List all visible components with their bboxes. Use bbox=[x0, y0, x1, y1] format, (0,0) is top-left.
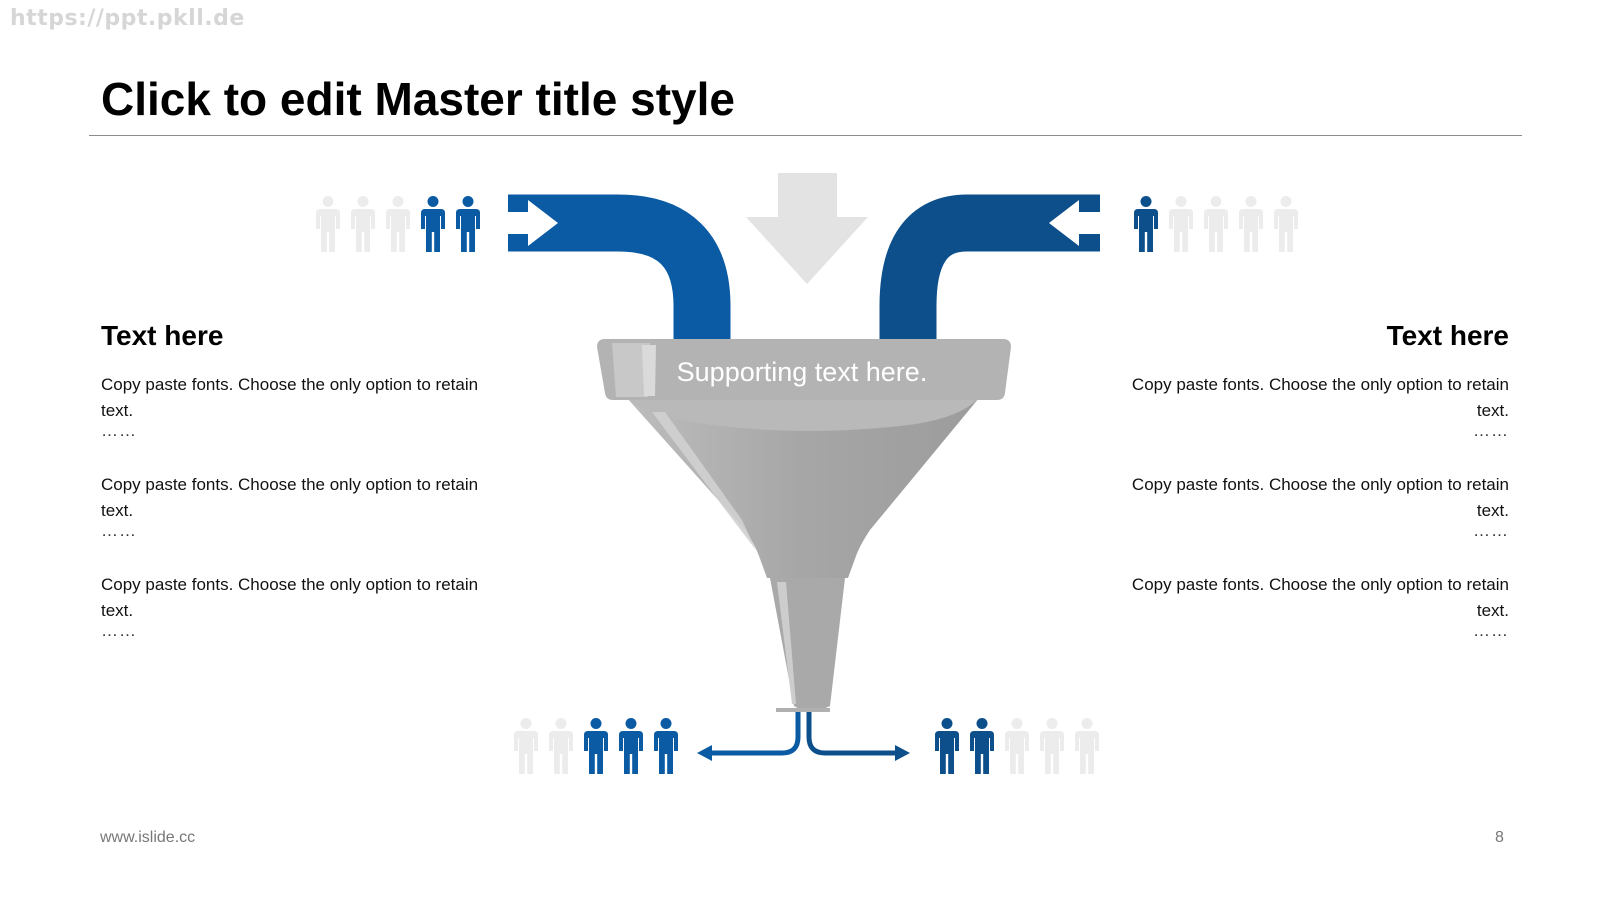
right-inflow-pipe bbox=[879, 194, 1100, 340]
bottom-outflow-left-arrow bbox=[708, 712, 801, 756]
person-icon-active bbox=[584, 718, 608, 774]
left-inflow-arrow-icon bbox=[508, 200, 558, 246]
left-inflow-pipe bbox=[508, 194, 731, 340]
person-icon-inactive bbox=[351, 196, 375, 252]
person-icon-active bbox=[935, 718, 959, 774]
right-item-ellipsis: …… bbox=[1473, 421, 1509, 440]
right-text-item: Copy paste fonts. Choose the only option… bbox=[1129, 572, 1509, 640]
left-item-text[interactable]: Copy paste fonts. Choose the only option… bbox=[101, 375, 479, 420]
left-item-text[interactable]: Copy paste fonts. Choose the only option… bbox=[101, 575, 479, 620]
person-icon-active bbox=[1134, 196, 1158, 252]
right-item-text[interactable]: Copy paste fonts. Choose the only option… bbox=[1131, 575, 1509, 620]
person-icon-inactive bbox=[1005, 718, 1029, 774]
right-text-item: Copy paste fonts. Choose the only option… bbox=[1129, 472, 1509, 540]
person-icon-active bbox=[456, 196, 480, 252]
person-icon-active bbox=[970, 718, 994, 774]
person-icon-inactive bbox=[316, 196, 340, 252]
person-icon-inactive bbox=[1040, 718, 1064, 774]
funnel-icon bbox=[597, 339, 1011, 712]
right-text-item: Copy paste fonts. Choose the only option… bbox=[1129, 372, 1509, 440]
left-item-ellipsis: …… bbox=[101, 621, 137, 640]
right-item-ellipsis: …… bbox=[1473, 521, 1509, 540]
right-item-text[interactable]: Copy paste fonts. Choose the only option… bbox=[1131, 475, 1509, 520]
left-item-text[interactable]: Copy paste fonts. Choose the only option… bbox=[101, 475, 479, 520]
watermark: https://ppt.pkll.de bbox=[10, 6, 245, 31]
page-number: 8 bbox=[1495, 829, 1504, 846]
person-icon-inactive bbox=[1239, 196, 1263, 252]
title-divider bbox=[89, 135, 1522, 136]
right-item-text[interactable]: Copy paste fonts. Choose the only option… bbox=[1131, 375, 1509, 420]
person-icon-active bbox=[421, 196, 445, 252]
right-text-panel: Text here Copy paste fonts. Choose the o… bbox=[1129, 320, 1509, 672]
left-text-panel: Text here Copy paste fonts. Choose the o… bbox=[101, 320, 481, 672]
person-icon-inactive bbox=[549, 718, 573, 774]
left-item-ellipsis: …… bbox=[101, 421, 137, 440]
right-inflow-arrow-icon bbox=[1049, 200, 1100, 246]
person-icon-active bbox=[654, 718, 678, 774]
left-panel-heading[interactable]: Text here bbox=[101, 320, 224, 351]
person-icon-inactive bbox=[514, 718, 538, 774]
person-icon-inactive bbox=[1204, 196, 1228, 252]
down-arrow-icon bbox=[746, 173, 868, 284]
person-icon-inactive bbox=[1169, 196, 1193, 252]
footer-url: www.islide.cc bbox=[100, 829, 196, 846]
bottom-left-arrowhead-icon bbox=[697, 745, 712, 761]
left-item-ellipsis: …… bbox=[101, 521, 137, 540]
people-group-top-left bbox=[316, 196, 480, 252]
person-icon-inactive bbox=[1274, 196, 1298, 252]
right-item-ellipsis: …… bbox=[1473, 621, 1509, 640]
people-group-bottom-left bbox=[514, 718, 678, 774]
people-group-top-right bbox=[1134, 196, 1298, 252]
person-icon-inactive bbox=[386, 196, 410, 252]
bottom-right-arrowhead-icon bbox=[895, 745, 910, 761]
left-text-item: Copy paste fonts. Choose the only option… bbox=[101, 372, 481, 440]
bottom-outflow-right-arrow bbox=[806, 712, 899, 756]
right-panel-heading[interactable]: Text here bbox=[1386, 320, 1509, 351]
people-group-bottom-right bbox=[935, 718, 1099, 774]
left-text-item: Copy paste fonts. Choose the only option… bbox=[101, 472, 481, 540]
funnel-supporting-text[interactable]: Supporting text here. bbox=[677, 357, 928, 387]
slide-title[interactable]: Click to edit Master title style bbox=[101, 73, 735, 125]
person-icon-inactive bbox=[1075, 718, 1099, 774]
person-icon-active bbox=[619, 718, 643, 774]
left-text-item: Copy paste fonts. Choose the only option… bbox=[101, 572, 481, 640]
